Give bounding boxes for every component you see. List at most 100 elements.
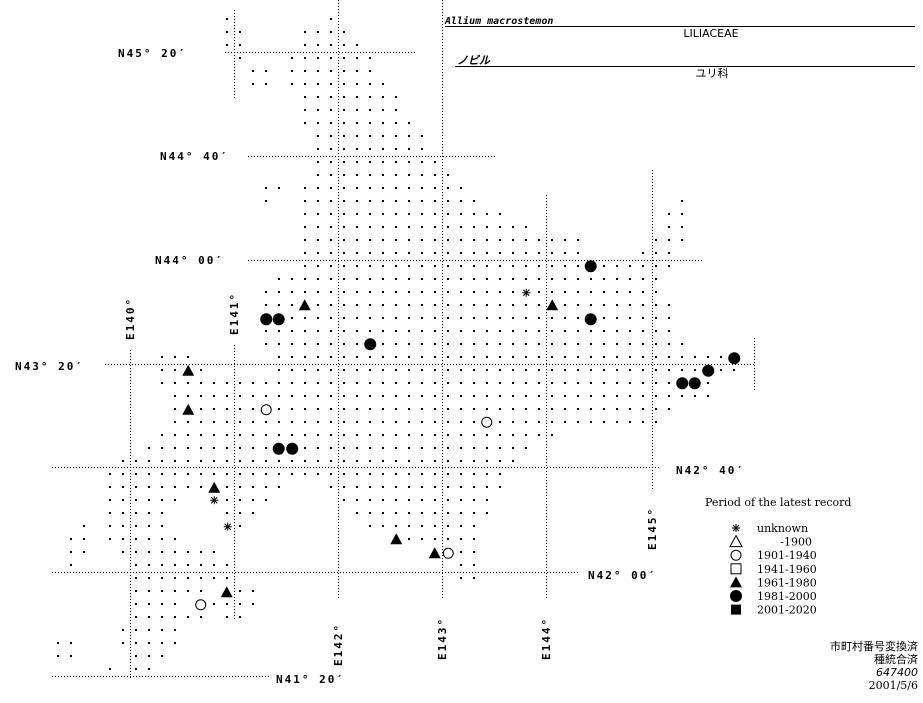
- grid-dot: [499, 395, 501, 397]
- grid-dot: [564, 369, 566, 371]
- grid-dot: [369, 330, 371, 332]
- grid-dot: [135, 512, 137, 514]
- grid-dot: [473, 564, 475, 566]
- grid-dot: [486, 291, 488, 293]
- grid-dot: [408, 460, 410, 462]
- grid-dot: [512, 278, 514, 280]
- grid-dot: [291, 70, 293, 72]
- grid-dot: [343, 109, 345, 111]
- grid-dot: [187, 590, 189, 592]
- grid-dot: [447, 434, 449, 436]
- grid-dot: [538, 382, 540, 384]
- grid-dot: [174, 551, 176, 553]
- grid-dot: [681, 239, 683, 241]
- grid-dot: [382, 343, 384, 345]
- grid-dot: [161, 629, 163, 631]
- grid-dot: [694, 369, 696, 371]
- grid-dot: [356, 226, 358, 228]
- grid-dot: [213, 551, 215, 553]
- grid-dot: [252, 70, 254, 72]
- grid-dot: [356, 44, 358, 46]
- grid-dot: [395, 408, 397, 410]
- grid-dot: [551, 382, 553, 384]
- grid-dot: [408, 356, 410, 358]
- grid-dot: [460, 473, 462, 475]
- grid-dot: [421, 369, 423, 371]
- grid-dot: [317, 213, 319, 215]
- grid-dot: [265, 421, 267, 423]
- grid-dot: [239, 408, 241, 410]
- grid-dot: [226, 44, 228, 46]
- grid-dot: [395, 434, 397, 436]
- grid-dot: [304, 421, 306, 423]
- grid-dot: [408, 265, 410, 267]
- grid-dot: [525, 226, 527, 228]
- grid-dot: [161, 447, 163, 449]
- grid-dot: [421, 395, 423, 397]
- grid-dot: [473, 551, 475, 553]
- grid-dot: [304, 382, 306, 384]
- grid-dot: [499, 473, 501, 475]
- asterisk-marker: [223, 522, 232, 531]
- grid-dot: [174, 577, 176, 579]
- grid-dot: [304, 70, 306, 72]
- grid-dot: [109, 499, 111, 501]
- grid-dot: [408, 278, 410, 280]
- grid-dot: [499, 278, 501, 280]
- grid-dot: [447, 382, 449, 384]
- grid-dot: [317, 122, 319, 124]
- grid-dot: [330, 356, 332, 358]
- grid-dot: [473, 460, 475, 462]
- grid-dot: [135, 577, 137, 579]
- grid-dot: [317, 356, 319, 358]
- grid-dot: [564, 382, 566, 384]
- grid-dot: [538, 408, 540, 410]
- grid-dot: [460, 512, 462, 514]
- grid-dot: [564, 330, 566, 332]
- grid-dot: [57, 642, 59, 644]
- grid-dot: [317, 83, 319, 85]
- grid-dot: [408, 187, 410, 189]
- grid-dot: [213, 473, 215, 475]
- grid-dot: [447, 304, 449, 306]
- grid-dot: [408, 252, 410, 254]
- grid-dot: [473, 356, 475, 358]
- grid-dot: [486, 278, 488, 280]
- grid-dot: [148, 668, 150, 670]
- grid-dot: [629, 265, 631, 267]
- grid-dot: [356, 434, 358, 436]
- grid-dot: [369, 83, 371, 85]
- grid-dot: [460, 382, 462, 384]
- grid-dot: [447, 291, 449, 293]
- grid-dot: [369, 70, 371, 72]
- grid-dot: [213, 564, 215, 566]
- grid-dot: [499, 382, 501, 384]
- grid-dot: [460, 213, 462, 215]
- grid-dot: [317, 304, 319, 306]
- grid-dot: [447, 499, 449, 501]
- grid-dot: [278, 421, 280, 423]
- grid-dot: [70, 551, 72, 553]
- grid-dot: [382, 421, 384, 423]
- grid-dot: [460, 525, 462, 527]
- grid-dot: [330, 382, 332, 384]
- grid-dot: [382, 330, 384, 332]
- grid-dot: [473, 434, 475, 436]
- grid-dot: [421, 460, 423, 462]
- grid-dot: [564, 265, 566, 267]
- grid-dot: [200, 382, 202, 384]
- grid-dot: [343, 499, 345, 501]
- grid-dot: [460, 486, 462, 488]
- grid-dot: [161, 434, 163, 436]
- grid-dot: [356, 499, 358, 501]
- grid-dot: [161, 356, 163, 358]
- family-japanese: ユリ科: [696, 66, 729, 80]
- grid-dot: [330, 148, 332, 150]
- grid-dot: [278, 408, 280, 410]
- grid-dot: [304, 57, 306, 59]
- grid-dot: [174, 486, 176, 488]
- grid-dot: [239, 382, 241, 384]
- grid-dot: [226, 473, 228, 475]
- grid-dot: [330, 57, 332, 59]
- filled-circle-marker: [286, 442, 299, 455]
